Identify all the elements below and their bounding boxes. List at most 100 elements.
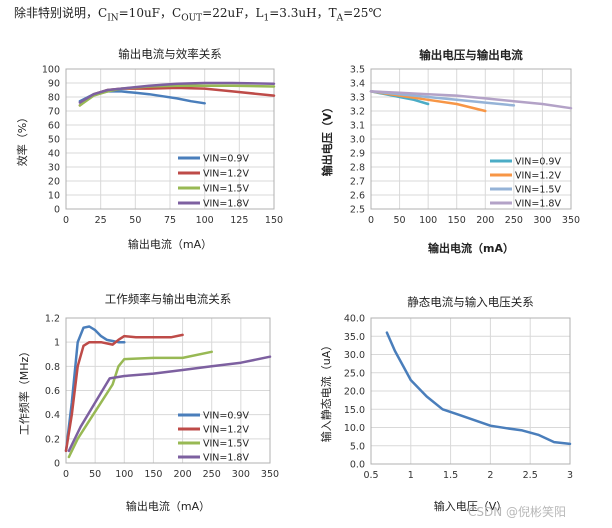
- y-tick-label: 70: [48, 107, 60, 118]
- y-tick-label: 0.6: [45, 386, 60, 397]
- x-tick-label: 100: [419, 215, 437, 226]
- x-tick-label: 50: [394, 215, 406, 226]
- y-tick-label: 30.0: [344, 350, 365, 361]
- x-tick-label: 250: [505, 215, 523, 226]
- chart-1: 0 25 50 75 100 125 150 0 10 20 30 40 50 60 70 80 90 100 输出…: [15, 47, 283, 251]
- y-tick-label: 50: [48, 135, 60, 146]
- x-tick-label: 300: [533, 215, 551, 226]
- x-axis-label: 输入电压（V）: [434, 499, 508, 513]
- y-tick-label: 2.6: [350, 191, 365, 202]
- x-tick-label: 100: [196, 215, 214, 226]
- y-axis-label: 工作频率（MHz）: [17, 346, 31, 436]
- x-tick-label: 3: [567, 470, 573, 481]
- test-conditions: 除非特别说明，CIN=10uF，COUT=22uF，L1=3.3uH，TA=25…: [14, 6, 382, 24]
- chart-title: 输出电压与输出电流: [419, 48, 523, 62]
- y-tick-label: 60: [48, 121, 60, 132]
- y-tick-label: 15.0: [344, 405, 365, 416]
- y-axis-label: 输入静态电流（uA）: [319, 340, 333, 443]
- y-tick-label: 40.0: [344, 314, 365, 325]
- x-axis-label: 输出电流（mA）: [128, 237, 212, 251]
- y-tick-label: 80: [48, 93, 60, 104]
- plot-frame: [370, 317, 571, 465]
- x-tick-label: 2.5: [523, 470, 538, 481]
- x-tick-label: 2: [487, 470, 493, 481]
- x-tick-label: 150: [265, 215, 283, 226]
- y-tick-label: 10.0: [344, 423, 365, 434]
- y-tick-label: 0.0: [350, 460, 365, 471]
- legend-label: VIN=0.9V: [515, 157, 561, 168]
- chart-title: 工作频率与输出电流关系: [105, 292, 232, 306]
- legend-label: VIN=1.8V: [203, 199, 249, 210]
- x-tick-label: 25: [95, 215, 107, 226]
- chart-title: 静态电流与输入电压关系: [407, 295, 534, 309]
- plot-frame: [370, 68, 572, 210]
- x-tick-label: 250: [203, 469, 221, 480]
- x-tick-label: 200: [174, 469, 192, 480]
- x-tick-label: 150: [448, 215, 466, 226]
- y-tick-label: 1.2: [45, 314, 60, 325]
- x-tick-label: 50: [129, 215, 141, 226]
- x-axis-label: 输出电流（mA）: [126, 499, 210, 513]
- y-tick-label: 2.9: [350, 149, 365, 160]
- legend-label: VIN=1.2V: [203, 425, 249, 436]
- x-tick-label: 0: [63, 469, 69, 480]
- x-tick-label: 1.5: [443, 470, 458, 481]
- x-tick-label: 300: [232, 469, 250, 480]
- plot-frame: [65, 68, 275, 210]
- y-tick-label: 3.1: [350, 121, 365, 132]
- y-tick-label: 5.0: [350, 441, 365, 452]
- y-tick-label: 20.0: [344, 387, 365, 398]
- x-tick-label: 0: [368, 215, 374, 226]
- x-tick-label: 1: [408, 470, 414, 481]
- legend-label: VIN=1.5V: [203, 439, 249, 450]
- y-tick-label: 2.8: [350, 163, 365, 174]
- y-tick-label: 35.0: [344, 332, 365, 343]
- x-tick-label: 200: [476, 215, 494, 226]
- series-line-4: [369, 90, 573, 110]
- y-tick-label: 3.2: [350, 107, 365, 118]
- y-tick-label: 40: [48, 149, 60, 160]
- x-tick-label: 75: [164, 215, 176, 226]
- legend-label: VIN=1.8V: [515, 199, 561, 210]
- y-tick-label: 2.7: [350, 177, 365, 188]
- chart-2: 0 50 100 150 200 250 300 350 2.5 2.6 2.7 2.8 2.9 3.0 3…: [320, 48, 580, 255]
- x-axis-label: 输出电流（mA）: [428, 241, 514, 255]
- plot-frame: [65, 317, 271, 464]
- x-tick-label: 100: [115, 469, 133, 480]
- y-tick-label: 100: [42, 65, 60, 76]
- x-tick-label: 125: [230, 215, 248, 226]
- x-tick-label: 50: [89, 469, 101, 480]
- y-tick-label: 25.0: [344, 368, 365, 379]
- legend-label: VIN=1.5V: [203, 184, 249, 195]
- x-tick-label: 0: [63, 215, 69, 226]
- y-tick-label: 90: [48, 79, 60, 90]
- series-line-1: [385, 331, 572, 446]
- legend-label: VIN=1.2V: [515, 171, 561, 182]
- y-tick-label: 20: [48, 177, 60, 188]
- series-line-3: [67, 350, 213, 459]
- series-line-2: [64, 333, 184, 453]
- legend-label: VIN=0.9V: [203, 154, 249, 165]
- watermark: CSDN @倪彬笑阳: [468, 505, 567, 519]
- y-tick-label: 3.0: [350, 135, 365, 146]
- y-tick-label: 0.4: [45, 410, 60, 421]
- legend-label: VIN=1.2V: [203, 169, 249, 180]
- y-tick-label: 0.2: [45, 434, 60, 445]
- chart-title: 输出电流与效率关系: [118, 47, 222, 61]
- y-tick-label: 30: [48, 163, 60, 174]
- y-tick-label: 0: [54, 459, 60, 470]
- series-line-4: [67, 355, 272, 453]
- y-tick-label: 10: [48, 191, 60, 202]
- x-tick-label: 0.5: [363, 470, 378, 481]
- y-tick-label: 0: [54, 205, 60, 216]
- legend-label: VIN=1.8V: [203, 453, 249, 464]
- y-tick-label: 0.8: [45, 362, 60, 373]
- x-tick-label: 150: [144, 469, 162, 480]
- x-tick-label: 350: [562, 215, 580, 226]
- y-tick-label: 2.5: [350, 205, 365, 216]
- y-tick-label: 3.3: [350, 93, 365, 104]
- y-tick-label: 3.5: [350, 65, 365, 76]
- legend-label: VIN=1.5V: [515, 185, 561, 196]
